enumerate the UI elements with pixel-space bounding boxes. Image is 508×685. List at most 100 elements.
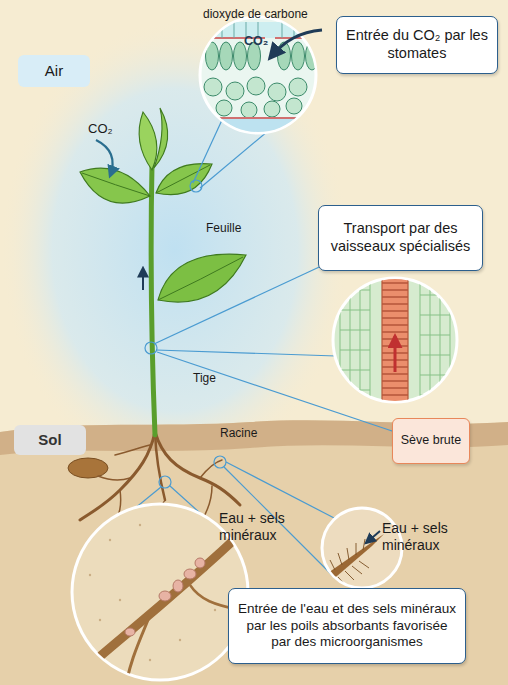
root-magnifier-part-part-part [214, 609, 216, 611]
root-hair-magnifier-part-part [325, 534, 384, 582]
part-label: Tige [193, 371, 243, 385]
leader-lines-part [190, 180, 202, 192]
roots-part [115, 445, 150, 455]
vessel-magnifier-part [340, 270, 450, 410]
root-magnifier-part-part [125, 558, 205, 636]
stem-and-leaves-part [96, 140, 113, 176]
root-hair-magnifier-part-part-part [338, 577, 346, 586]
root-hair-magnifier-part-part [330, 539, 369, 586]
stem-and-leaves-part [156, 164, 212, 195]
root-magnifier-part-part-part [119, 599, 121, 601]
root-hair-magnifier-part-part-part [347, 548, 349, 560]
roots-part [155, 432, 240, 505]
part-label: dioxyde de carbone [203, 7, 323, 21]
box-text: Sol [38, 431, 61, 449]
callout-box: Entrée de l'eau et des sels minéraux par… [228, 588, 466, 664]
soil-box: Sol [14, 425, 86, 455]
callout-box: Transport par des vaisseaux spécialisés [318, 205, 483, 271]
leaf-tissue-magnifier-part-part-part [306, 42, 319, 70]
chemical-label: CO₂ [244, 34, 284, 49]
root-hair-magnifier-part-part-part [356, 543, 357, 555]
root-hair-magnifier-part-part-part [345, 571, 354, 580]
leaf-tissue-magnifier-part-part-part [289, 78, 307, 96]
part-label: Eau + sels minéraux [219, 510, 307, 544]
part-label: Eau + sels minéraux [382, 520, 478, 554]
stem-and-leaves-part [156, 165, 210, 193]
stem-and-leaves-part [154, 108, 168, 168]
leaf-tissue-magnifier-part-part [204, 77, 307, 118]
vessel-magnifier [333, 270, 457, 410]
stem-and-leaves [80, 108, 246, 435]
root-magnifier-part-part-part [149, 659, 151, 661]
root-magnifier-part-part-part [109, 539, 111, 541]
root-hair-magnifier-part-part-part [359, 561, 369, 568]
root-magnifier-part-part-part [179, 639, 181, 641]
background-part [0, 20, 350, 480]
root-magnifier-part-part [90, 525, 250, 665]
stem-and-leaves-part [139, 112, 157, 170]
leader-lines-part [156, 350, 336, 356]
root-magnifier-part-part-part [159, 591, 171, 601]
leaf-tissue-magnifier-part [195, 22, 325, 138]
leaf-tissue-magnifier-part-part [195, 118, 325, 138]
leaf-tissue-magnifier-part-part-part [286, 98, 302, 114]
stem-and-leaves-part [158, 257, 243, 300]
vessel-magnifier-part-part [340, 270, 450, 410]
leaf-tissue-magnifier-part-part-part [247, 77, 265, 95]
root-magnifier-part-part-part [195, 558, 205, 568]
root-magnifier-part-part-part [184, 569, 196, 579]
leaf-tissue-magnifier-part-part-part [206, 42, 219, 70]
stem-and-leaves-part [151, 165, 155, 435]
vessel-magnifier-part [394, 336, 397, 372]
leader-lines-part [214, 456, 226, 468]
vessel-magnifier-part-part [382, 283, 408, 402]
root-hair-magnifier-part [325, 534, 384, 586]
soil-part [68, 458, 108, 478]
leaf-tissue-magnifier-part-part [195, 117, 325, 119]
stem-and-leaves-part [80, 168, 150, 203]
leaf-tissue-magnifier [195, 17, 325, 138]
leader-lines-part [159, 476, 171, 488]
roots-part [98, 476, 130, 480]
leader-lines-part [200, 131, 268, 188]
root-hair-magnifier-part-part-part [363, 539, 365, 550]
box-text: Entrée du CO₂ par les stomates [345, 27, 489, 62]
part-label: Racine [220, 426, 280, 440]
leaf-tissue-magnifier-part-part-part [226, 82, 244, 100]
stem-and-leaves-part [82, 173, 150, 196]
root-hair-magnifier-part-part-part [338, 553, 342, 565]
vessel-magnifier-part-part [382, 275, 408, 410]
leaf-tissue-magnifier-part-part-part [241, 102, 257, 118]
stem-and-leaves-part [158, 254, 246, 302]
roots-part [200, 460, 222, 478]
root-magnifier-part-part-part [99, 619, 101, 621]
root-magnifier-part-part [125, 615, 150, 685]
leaf-tissue-magnifier-part-part-part [204, 78, 222, 96]
air-box: Air [18, 55, 90, 87]
root-magnifier-part-part-part [125, 628, 135, 636]
stem-and-leaves-part [142, 268, 144, 290]
leaf-tissue-magnifier-part [270, 30, 322, 58]
root-hair-magnifier-part-part-part [352, 566, 362, 574]
box-text: Air [45, 62, 63, 80]
leaf-tissue-magnifier-part-part-part [220, 42, 233, 70]
leaf-tissue-magnifier-part-part-part [268, 83, 286, 101]
root-magnifier-part-part-part [89, 574, 91, 576]
box-text: Transport par des vaisseaux spécialisés [327, 220, 474, 255]
roots-part [155, 432, 165, 500]
box-text: Sève brute [401, 433, 461, 448]
leaf-tissue-magnifier-part-part-part [216, 100, 232, 116]
root-hair-magnifier-part-part-part [330, 560, 335, 570]
chemical-label: CO₂ [88, 121, 128, 137]
box-text: Entrée de l'eau et des sels minéraux par… [237, 601, 457, 650]
leader-lines-part [145, 342, 157, 354]
root-magnifier-part-part-part [173, 580, 183, 592]
root-magnifier-part [89, 524, 250, 685]
